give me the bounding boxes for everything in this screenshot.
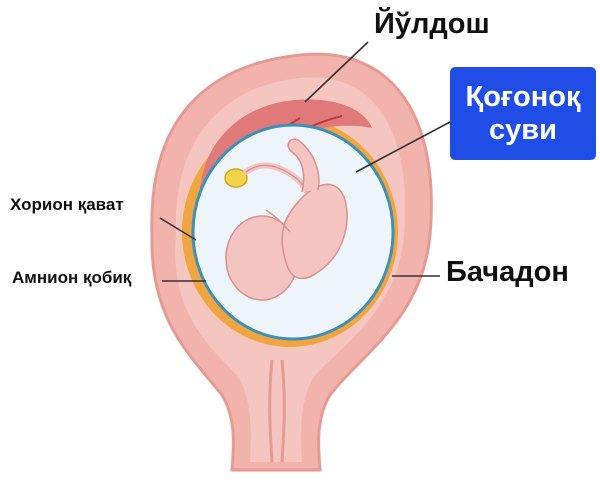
fetus bbox=[225, 138, 348, 301]
yolk-sac bbox=[224, 168, 248, 188]
leader-line-chorion bbox=[159, 217, 197, 241]
leader-line-fluid bbox=[355, 121, 451, 173]
cervical-canal bbox=[268, 359, 286, 463]
leader-lines bbox=[159, 41, 451, 282]
label-amniotic-fluid: Қоғоноқ суви bbox=[450, 67, 596, 160]
label-chorion: Хорион қават bbox=[10, 195, 124, 214]
placenta bbox=[199, 99, 372, 205]
label-uterus: Бачадон bbox=[446, 256, 569, 288]
label-amniotic-fluid-line2: суви bbox=[489, 113, 557, 146]
fetus-leg bbox=[287, 138, 320, 193]
label-amniotic-fluid-line1: Қоғоноқ bbox=[465, 81, 581, 114]
label-amnion: Амнион қобиқ bbox=[12, 268, 132, 287]
fetus-arm bbox=[265, 209, 291, 233]
fetus-body bbox=[281, 183, 348, 280]
label-placenta: Йўлдош bbox=[374, 8, 490, 40]
leader-line-placenta bbox=[304, 41, 369, 103]
